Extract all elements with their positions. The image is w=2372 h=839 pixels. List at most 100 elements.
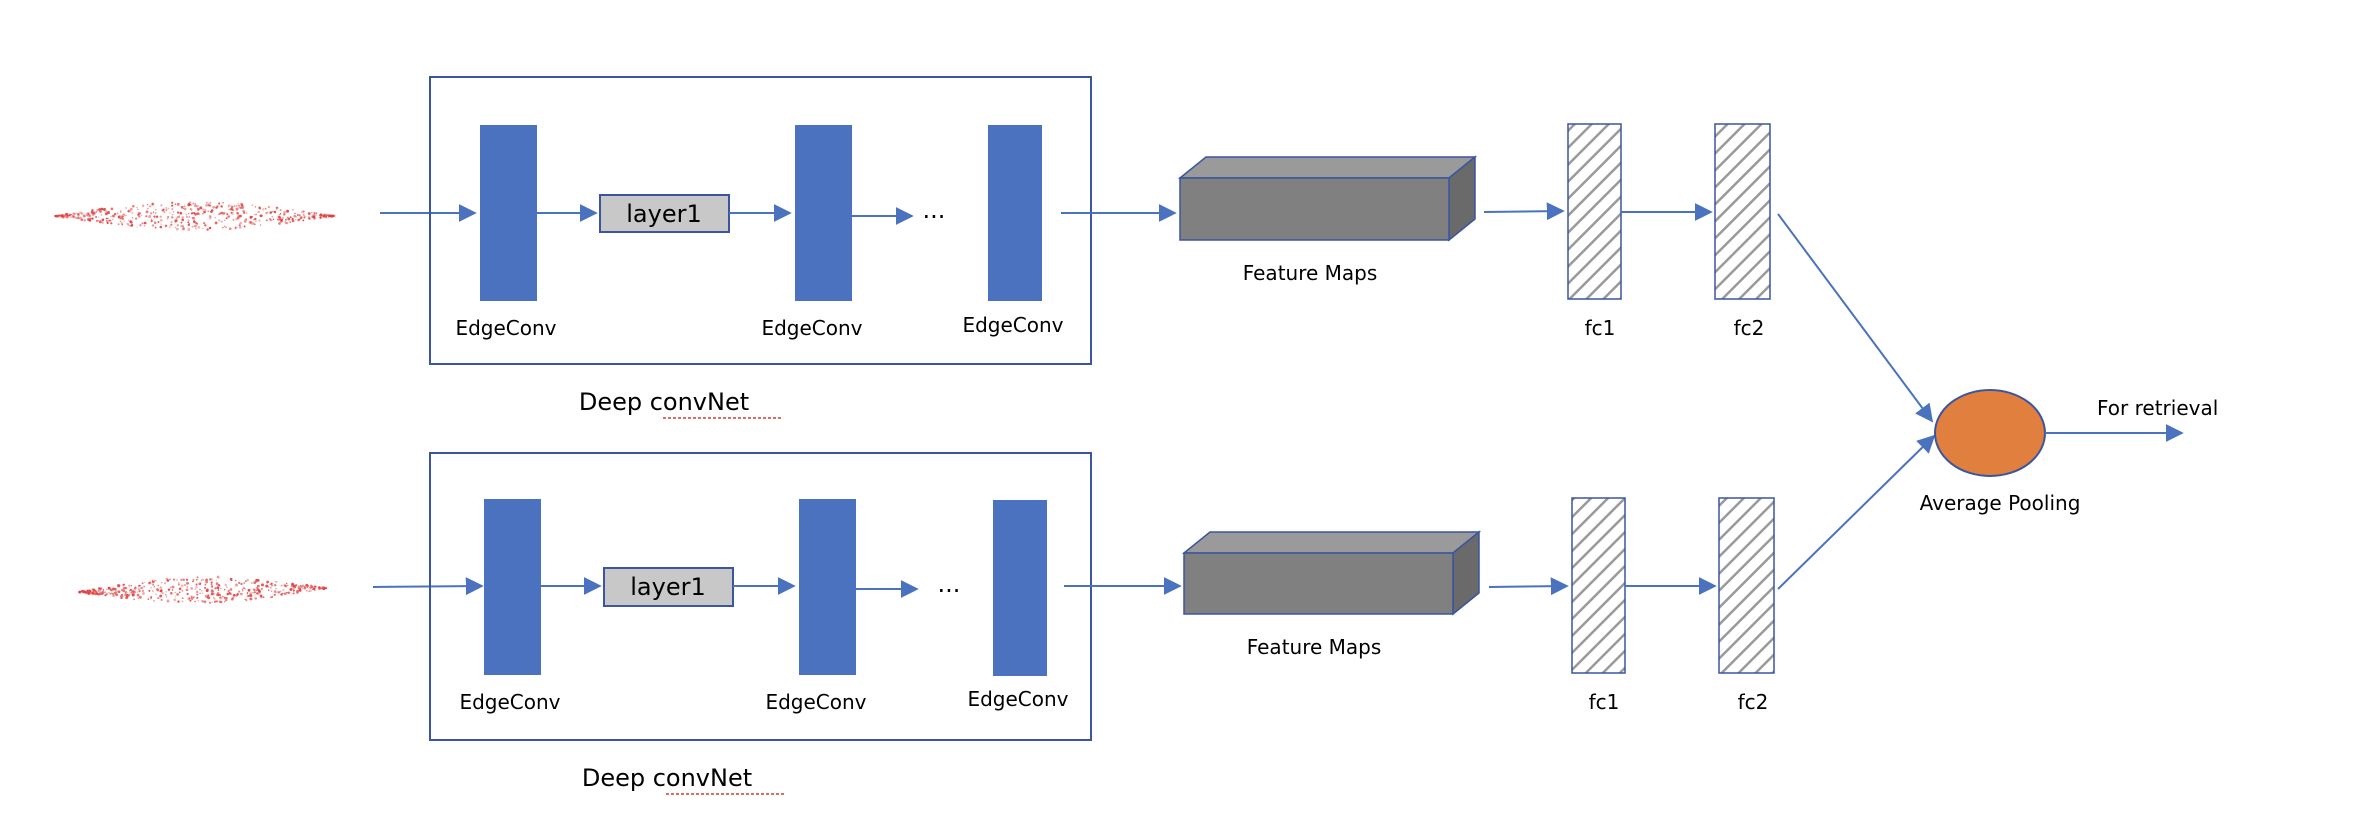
point [275,209,278,211]
point [299,214,301,216]
point [102,218,105,220]
point [208,226,212,230]
point [104,591,106,593]
point [153,221,157,225]
point [232,593,236,597]
point [121,214,123,216]
point [101,221,104,224]
point [123,220,125,222]
point [174,595,177,598]
point [90,211,94,214]
point [144,581,146,584]
point [137,208,139,211]
point [160,204,163,207]
point [97,587,101,590]
point [165,596,168,598]
point [140,586,143,590]
point [169,586,172,589]
point [329,214,333,218]
point [180,221,183,224]
point [91,592,94,595]
point [217,592,219,594]
point [152,583,155,586]
point [82,214,86,217]
point [159,219,163,222]
point [187,219,190,222]
point [141,222,144,225]
point [326,214,328,217]
point [296,591,299,595]
point [104,594,107,597]
point [178,581,180,584]
point [153,215,156,218]
point [271,596,274,598]
point [93,592,96,594]
point [230,205,234,209]
point [121,223,124,226]
point [302,213,305,216]
point [262,596,265,598]
point [119,210,122,213]
point [287,217,290,220]
point [174,203,177,205]
edgeconv-block [480,125,537,301]
point [188,212,190,215]
point [243,211,246,214]
point [177,583,181,586]
point [214,217,216,219]
point [150,219,153,223]
point [286,592,288,594]
point [269,586,272,589]
point [91,217,94,220]
point [55,214,58,218]
point [229,577,233,581]
deep-convnet-text: Deep convNet [582,764,752,792]
point [297,586,300,588]
point [88,589,92,593]
point [273,210,275,213]
point [212,590,214,593]
point [167,216,170,218]
point [267,206,270,208]
point [176,217,178,219]
point [267,589,270,591]
point [181,216,185,219]
point [270,582,273,585]
fc2-label: fc2 [1734,316,1765,340]
point [249,215,253,219]
point [100,207,104,211]
point [113,595,115,597]
point [296,214,299,216]
point [159,215,162,218]
point [191,225,194,228]
point [260,595,263,599]
point [204,586,207,589]
point [239,206,243,210]
point [96,208,99,212]
point [110,222,113,225]
point [226,592,230,596]
point [138,588,141,591]
point [86,214,89,217]
point [104,207,106,210]
point [171,208,174,211]
point [193,212,196,215]
point [201,592,204,595]
point [74,216,78,219]
point [119,216,123,220]
point [219,600,223,604]
point [72,215,75,218]
feature-maps-front [1179,177,1450,241]
point [223,225,226,228]
point [275,206,279,210]
point [264,207,267,210]
point-cloud-input [53,201,336,231]
point [187,597,191,601]
point [147,598,150,600]
point [240,592,243,596]
point [109,592,111,595]
point [234,227,237,230]
point [285,222,287,224]
